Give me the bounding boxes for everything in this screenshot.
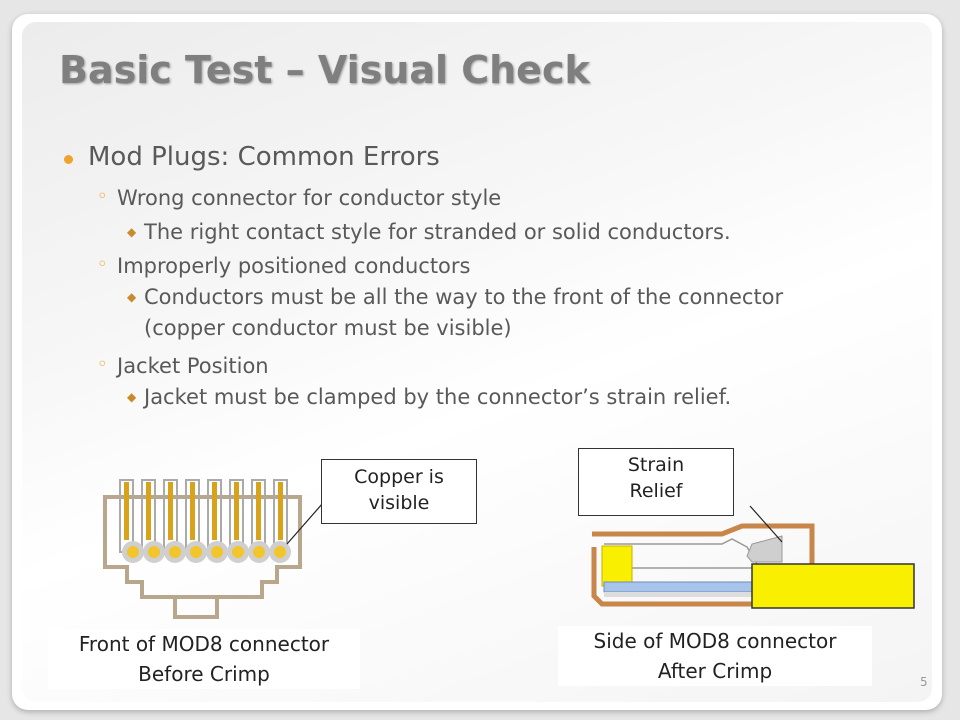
detail-text: The right contact style for stranded or … bbox=[144, 220, 731, 244]
caption-line: Side of MOD8 connector bbox=[593, 629, 837, 653]
connector-body-outline bbox=[103, 495, 302, 619]
side-connector-outline bbox=[591, 523, 815, 607]
bullet-level1: Mod Plugs: Common Errors bbox=[64, 142, 440, 172]
ring-bullet-icon: ◦ bbox=[97, 186, 108, 207]
slide-title: Basic Test – Visual Check bbox=[59, 48, 590, 92]
detail-jacket-clamped: ◆ Jacket must be clamped by the connecto… bbox=[127, 382, 844, 413]
subbullet-text: Wrong connector for conductor style bbox=[117, 186, 502, 210]
caption-line: After Crimp bbox=[657, 659, 773, 683]
contact-pins bbox=[119, 479, 288, 553]
callout-line: Strain bbox=[627, 454, 685, 476]
subbullet-text: Improperly positioned conductors bbox=[117, 254, 471, 278]
diamond-bullet-icon: ◆ bbox=[127, 290, 137, 304]
callout-leader-line bbox=[749, 505, 783, 543]
subbullet-text: Jacket Position bbox=[117, 354, 269, 378]
conductor-insulation bbox=[604, 592, 759, 597]
detail-text: Jacket must be clamped by the connector’… bbox=[144, 385, 732, 409]
subbullet-jacket-position: ◦ Jacket Position bbox=[97, 354, 269, 378]
diamond-bullet-icon: ◆ bbox=[127, 390, 137, 404]
caption-side-connector: Side of MOD8 connector After Crimp bbox=[558, 626, 872, 686]
detail-conductors-front: ◆ Conductors must be all the way to the … bbox=[127, 282, 844, 344]
caption-line: Before Crimp bbox=[138, 662, 270, 686]
diamond-bullet-icon: ◆ bbox=[127, 225, 137, 239]
conductor-wire bbox=[603, 581, 760, 593]
conductor-ends bbox=[122, 541, 291, 563]
callout-line: Copper is bbox=[354, 466, 444, 488]
front-connector-diagram bbox=[103, 479, 338, 619]
contact-block bbox=[601, 545, 633, 587]
callout-line: visible bbox=[368, 492, 430, 514]
ring-bullet-icon: ◦ bbox=[97, 354, 108, 375]
caption-line: Front of MOD8 connector bbox=[78, 632, 330, 656]
callout-copper-visible: Copper is visible bbox=[321, 459, 477, 524]
detail-text: Conductors must be all the way to the fr… bbox=[144, 285, 784, 340]
bullet-text: Mod Plugs: Common Errors bbox=[88, 142, 440, 172]
bullet-dot-icon bbox=[64, 155, 73, 164]
subbullet-conductor-style: ◦ Wrong connector for conductor style bbox=[97, 186, 502, 210]
ring-bullet-icon: ◦ bbox=[97, 254, 108, 275]
detail-contact-style: ◆ The right contact style for stranded o… bbox=[127, 217, 904, 248]
subbullet-positioned-conductors: ◦ Improperly positioned conductors bbox=[97, 254, 471, 278]
strain-relief-tab bbox=[746, 535, 783, 563]
slide: Basic Test – Visual Check Mod Plugs: Com… bbox=[12, 14, 942, 710]
side-connector-diagram bbox=[591, 505, 915, 609]
cable-jacket bbox=[751, 563, 915, 609]
slide-number: 5 bbox=[920, 675, 928, 689]
callout-strain-relief: Strain Relief bbox=[578, 448, 734, 516]
callout-line: Relief bbox=[629, 480, 683, 502]
caption-front-connector: Front of MOD8 connector Before Crimp bbox=[48, 629, 360, 689]
